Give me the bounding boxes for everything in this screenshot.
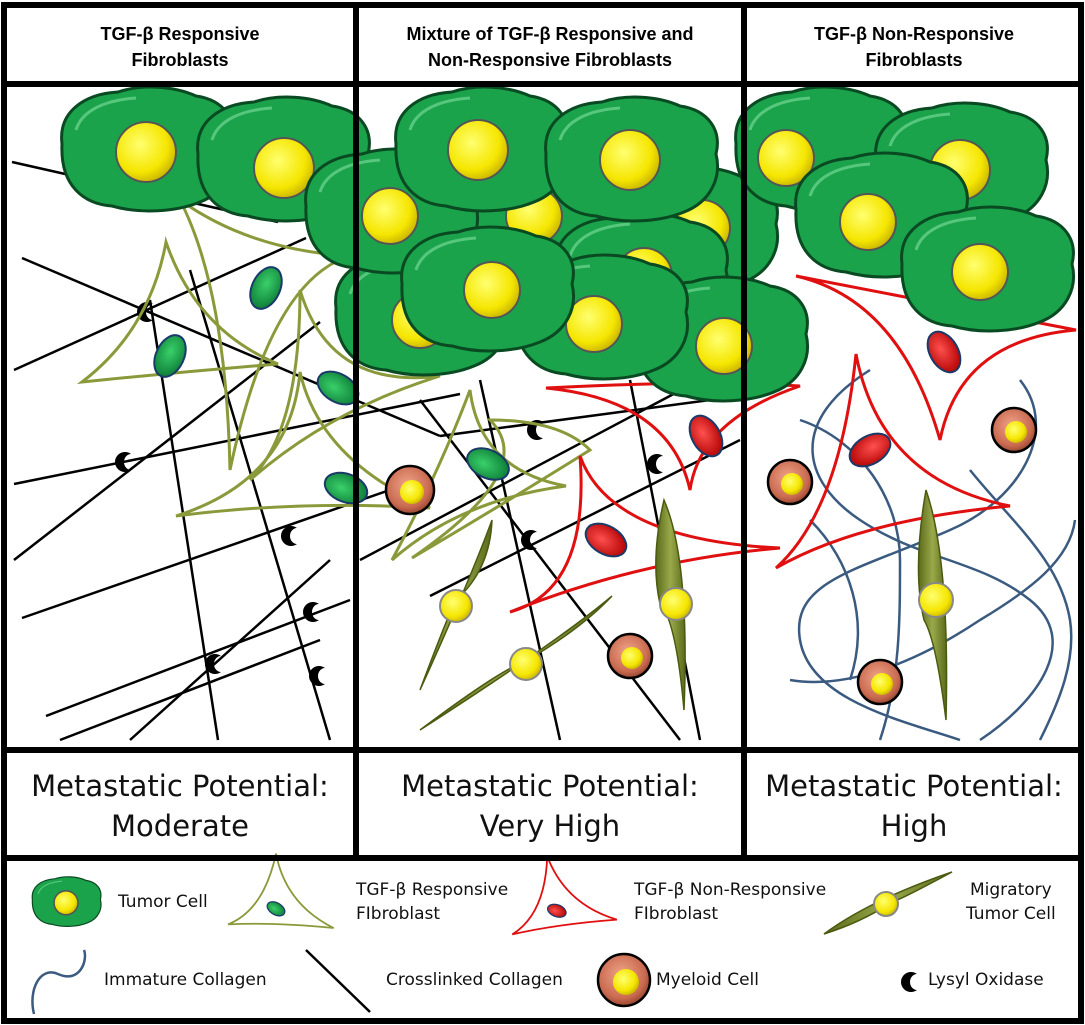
- legend-lysyl-oxidase-label: Lysyl Oxidase: [928, 970, 1044, 990]
- potential-value: Very High: [479, 809, 621, 843]
- legend-tumor-cell-icon: [31, 876, 102, 927]
- legend-tumor-cell-label: Tumor Cell: [118, 892, 208, 912]
- potential-label: Metastatic Potential:: [401, 769, 699, 803]
- legend-icons: [31, 845, 953, 1015]
- header-line: TGF-β Responsive: [100, 24, 260, 44]
- panel-left-art: [11, 85, 461, 742]
- header-line: Mixture of TGF-β Responsive and: [406, 24, 694, 44]
- legend-crosslinked-collagen-icon: [305, 949, 371, 1013]
- legend-migratory-cell-label: Migratory Tumor Cell: [966, 878, 1056, 926]
- metastatic-potential-left: Metastatic Potential: Moderate: [10, 760, 350, 852]
- lysyl-oxidase-markers: [115, 302, 325, 686]
- panel-middle-art: [304, 85, 810, 741]
- header-line: Non-Responsive Fibroblasts: [427, 50, 673, 70]
- tumor-cells-middle: [304, 85, 810, 403]
- legend-crosslinked-collagen-label: Crosslinked Collagen: [386, 970, 563, 990]
- tumor-cells-right: [734, 85, 1076, 333]
- legend-immature-collagen-label: Immature Collagen: [104, 970, 267, 990]
- panel-right-art: [734, 85, 1077, 742]
- header-line: TGF-β Non-Responsive: [814, 24, 1014, 44]
- legend-line: Tumor Cell: [966, 904, 1056, 924]
- legend-immature-collagen-icon: [31, 949, 87, 1015]
- potential-label: Metastatic Potential:: [31, 769, 329, 803]
- legend-line: FIbroblast: [634, 904, 719, 924]
- potential-value: Moderate: [111, 809, 249, 843]
- legend-line: Migratory: [970, 880, 1052, 900]
- potential-label: Metastatic Potential:: [765, 769, 1063, 803]
- mixed-fibroblasts: [390, 381, 801, 614]
- header-line: Fibroblasts: [865, 50, 963, 70]
- tumor-cells-left: [60, 85, 372, 223]
- responsive-fibroblasts: [76, 198, 441, 518]
- myeloid-cells-right: [766, 406, 1038, 706]
- legend-line: TGF-β Responsive: [356, 880, 509, 900]
- legend-nonresponsive-fibroblast-icon: [499, 845, 618, 939]
- legend-line: FIbroblast: [356, 904, 441, 924]
- migratory-tumor-cell-right: [917, 489, 954, 721]
- legend-nonresponsive-fibroblast-label: TGF-β Non-Responsive FIbroblast: [634, 878, 826, 926]
- migratory-tumor-cells: [419, 497, 693, 731]
- legend-responsive-fibroblast-icon: [227, 852, 335, 929]
- legend-myeloid-cell-label: Myeloid Cell: [656, 970, 760, 990]
- legend-responsive-fibroblast-label: TGF-β Responsive FIbroblast: [356, 878, 508, 926]
- potential-value: High: [880, 809, 948, 843]
- metastatic-potential-right: Metastatic Potential: High: [750, 760, 1078, 852]
- immature-collagen-fibers: [789, 368, 1077, 742]
- legend-line: TGF-β Non-Responsive: [634, 880, 827, 900]
- legend-lysyl-oxidase-icon: [901, 972, 917, 992]
- metastatic-potential-middle: Metastatic Potential: Very High: [362, 760, 738, 852]
- legend-migratory-cell-icon: [823, 871, 953, 935]
- header-line: Fibroblasts: [131, 50, 229, 70]
- myeloid-cells-middle: [384, 464, 654, 680]
- legend-myeloid-cell-icon: [596, 952, 652, 1008]
